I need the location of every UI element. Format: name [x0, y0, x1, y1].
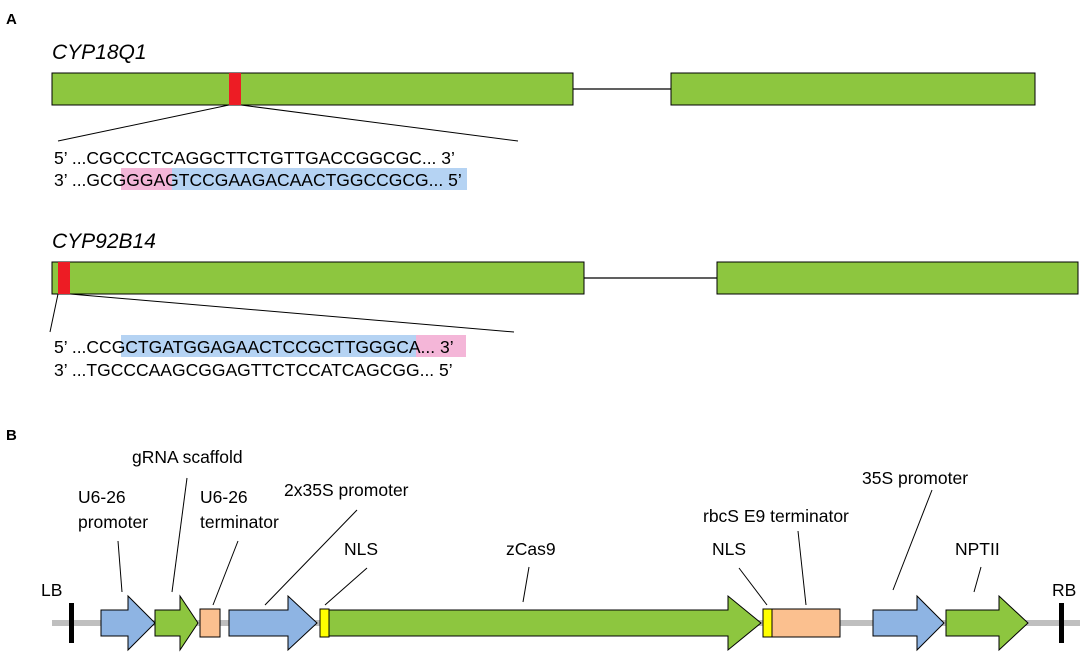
gene1-bottom-strand: 3’ ...GCGGGAGTCCGAAGACAACTGGCCGCG... 5’	[54, 170, 462, 190]
nptii-arrow	[945, 594, 1029, 652]
gene2-zoom-line-right	[69, 293, 515, 333]
gene2-structure	[49, 261, 1079, 333]
label-u6-promoter-line2: promoter	[78, 512, 148, 532]
gene2-target-site	[58, 262, 70, 294]
leader-2x35s	[264, 509, 358, 606]
gene1-top-strand: 5’ ...CGCCCTCAGGCTTCTGTTGACCGGCGC... 3’	[54, 148, 455, 168]
u6-terminator-box	[199, 608, 221, 638]
gene1-exon-1	[51, 72, 574, 106]
label-nls-right: NLS	[712, 539, 746, 559]
gene2-exon-2	[716, 261, 1079, 295]
label-35s-promoter: 35S promoter	[862, 468, 968, 488]
nls-right-box	[762, 608, 773, 638]
nls-left-box	[319, 608, 330, 638]
gene1-zoom-line-right	[240, 104, 519, 142]
label-rbcs-terminator: rbcS E9 terminator	[703, 506, 849, 526]
leader-nls-right	[738, 567, 768, 606]
gene1-exon-2	[670, 72, 1036, 106]
grna-scaffold-arrow	[154, 594, 199, 652]
gene1-zoom-line-left	[57, 104, 230, 142]
label-nls-left: NLS	[344, 539, 378, 559]
label-u6-terminator-line2: terminator	[200, 512, 279, 532]
panel-a-label: A	[6, 11, 17, 28]
gene2-pam-highlight	[416, 335, 466, 357]
label-zcas9: zCas9	[506, 539, 556, 559]
gene1-pam-highlight	[121, 168, 172, 190]
gene2-name: CYP92B14	[52, 230, 156, 253]
label-u6-promoter-line1: U6-26	[78, 487, 126, 507]
zcas9-arrow	[328, 594, 762, 652]
gene2-top-strand: 5’ ...CCGCTGATGGAGAACTCCGCTTGGGCA... 3’	[54, 337, 454, 357]
label-rb: RB	[1052, 580, 1076, 600]
gene1-protospacer-highlight	[172, 168, 467, 190]
leader-rbcs	[797, 530, 807, 606]
label-u6-terminator-line1: U6-26	[200, 487, 248, 507]
leader-lines	[117, 477, 982, 606]
leader-grna-scaffold	[171, 477, 188, 593]
leader-u6-promoter	[117, 540, 123, 593]
gene2-bottom-strand: 3’ ...TGCCCAAGCGGAGTTCTCCATCAGCGG... 5’	[54, 360, 453, 380]
gene2-zoom-line-left	[49, 293, 59, 333]
label-lb: LB	[41, 580, 62, 600]
gene1-target-site	[229, 73, 241, 105]
leader-zcas9	[522, 566, 530, 603]
left-border	[69, 603, 74, 643]
promoter-2x35s-arrow	[228, 594, 318, 652]
u6-promoter-arrow	[100, 594, 156, 652]
gene1-name: CYP18Q1	[52, 41, 147, 64]
label-grna-scaffold: gRNA scaffold	[132, 447, 243, 467]
label-nptii: NPTII	[955, 539, 1000, 559]
gene2-protospacer-highlight	[121, 335, 416, 357]
leader-u6-terminator	[212, 540, 239, 606]
right-border	[1059, 603, 1064, 643]
gene1-structure	[51, 72, 1036, 142]
leader-nptii	[973, 566, 982, 593]
rbcs-terminator-box	[771, 608, 841, 638]
leader-nls-left	[324, 567, 368, 606]
gene2-exon-1	[51, 261, 585, 295]
label-2x35s-promoter: 2x35S promoter	[284, 480, 409, 500]
promoter-35s-arrow	[872, 594, 945, 652]
leader-35s	[892, 489, 933, 591]
panel-b-label: B	[6, 427, 17, 444]
